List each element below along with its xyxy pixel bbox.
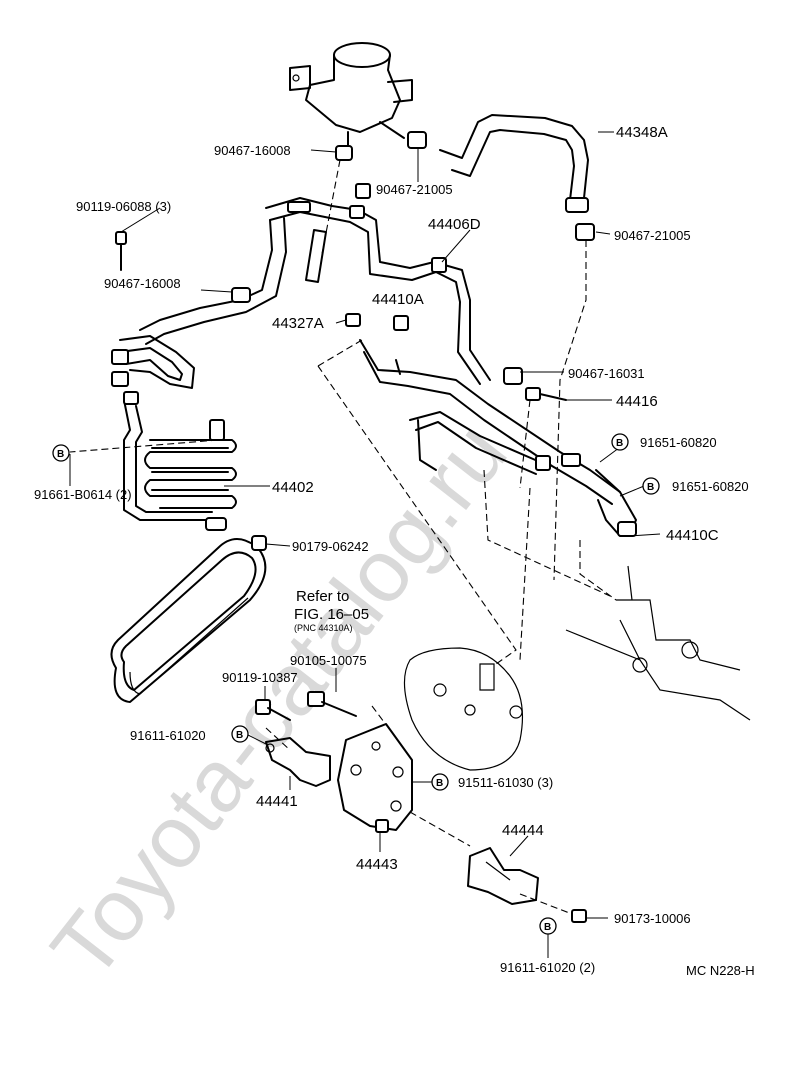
refer-note-line1: Refer to: [296, 588, 349, 605]
nut-44443: [375, 819, 389, 833]
svg-text:B: B: [57, 449, 64, 460]
label-90467-16008-top: 90467-16008: [214, 143, 291, 158]
svg-text:B: B: [236, 730, 243, 741]
label-91611-61020-b: 91611-61020 (2): [500, 960, 595, 975]
label-44443: 44443: [356, 856, 398, 873]
svg-text:B: B: [544, 922, 551, 933]
label-44410C: 44410C: [666, 527, 719, 544]
label-90173-10006: 90173-10006: [614, 911, 691, 926]
power-steering-pump: [403, 647, 524, 771]
label-90467-21005-mid: 90467-21005: [376, 182, 453, 197]
b-symbol-6: B: [539, 917, 557, 935]
label-90119-06088: 90119-06088 (3): [76, 199, 171, 214]
bolt-90119-06088: [115, 231, 127, 271]
label-90467-16008-left: 90467-16008: [104, 276, 181, 291]
label-90119-10387: 90119-10387: [222, 670, 298, 685]
label-91661-B0614: 91661-B0614 (2): [34, 487, 132, 502]
label-90105-10075: 90105-10075: [290, 653, 367, 668]
drive-belt: [110, 535, 267, 703]
pressure-tube: [345, 313, 637, 537]
b-symbol-3: B: [642, 477, 660, 495]
oil-cooler: [111, 335, 237, 531]
label-44410A: 44410A: [372, 291, 424, 308]
b-symbol-2: B: [611, 433, 629, 451]
bracket-44441: [265, 737, 331, 787]
label-90467-21005-right: 90467-21005: [614, 228, 691, 243]
label-44441: 44441: [256, 793, 298, 810]
label-44402: 44402: [272, 479, 314, 496]
refer-note-line2: FIG. 16–05: [294, 606, 369, 623]
bracket-44444: [467, 847, 587, 923]
reservoir-tank: [289, 42, 413, 151]
suction-hoses: [139, 183, 491, 385]
label-44327A: 44327A: [272, 315, 324, 332]
label-91611-61020-a: 91611-61020: [130, 728, 206, 743]
b-symbol-5: B: [431, 773, 449, 791]
b-symbol-4: B: [231, 725, 249, 743]
label-44416: 44416: [616, 393, 658, 410]
label-44348A: 44348A: [616, 124, 668, 141]
svg-text:B: B: [436, 778, 443, 789]
label-91651-60820-b: 91651-60820: [672, 479, 749, 494]
label-91651-60820-a: 91651-60820: [640, 435, 717, 450]
label-90467-16031: 90467-16031: [568, 366, 645, 381]
label-44406D: 44406D: [428, 216, 481, 233]
steering-gear: [565, 565, 751, 721]
bolt-90105-10075: [307, 691, 357, 717]
assembly-dashed-lines: [69, 159, 617, 915]
svg-text:B: B: [647, 482, 654, 493]
label-44444: 44444: [502, 822, 544, 839]
svg-text:B: B: [616, 438, 623, 449]
bracket-44443: [337, 723, 413, 831]
label-91511-61030: 91511-61030 (3): [458, 775, 553, 790]
label-90179-06242: 90179-06242: [292, 539, 369, 554]
b-symbol-1: B: [52, 444, 70, 462]
leader-lines: [69, 131, 661, 958]
diagram-code: MC N228-H: [686, 963, 755, 978]
bolt-90119-10387: [255, 699, 291, 721]
hose-clamp-top: [335, 131, 427, 161]
return-hose: [439, 114, 595, 241]
refer-note-line3: (PNC 44310A): [294, 623, 353, 633]
